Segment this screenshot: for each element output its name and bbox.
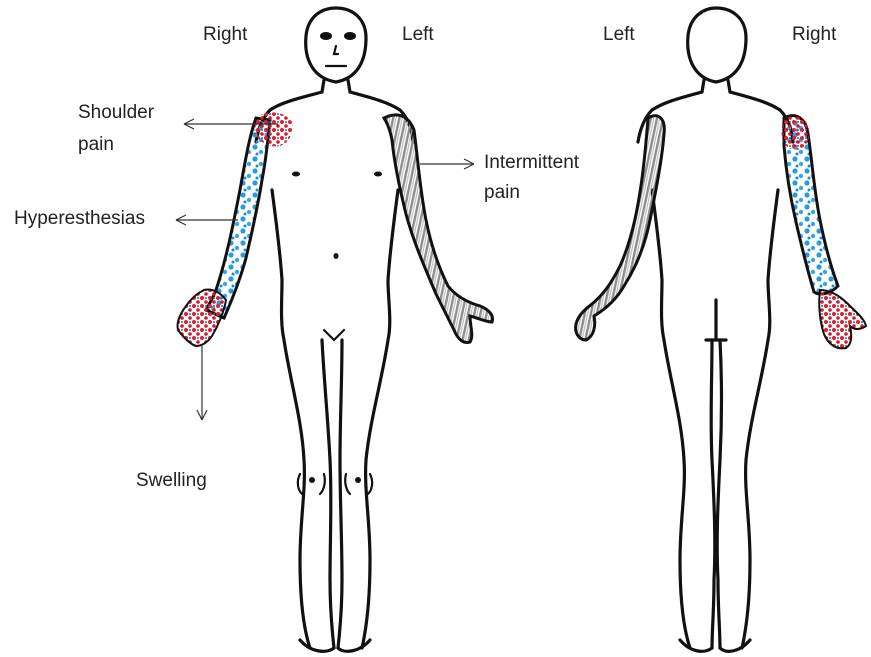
intermittent-pain-label-line1: Intermittent xyxy=(484,150,579,176)
back-intermittent-region xyxy=(576,116,665,340)
front-hyperesthesia-region xyxy=(206,118,270,318)
back-figure xyxy=(576,8,866,651)
intermittent-pain-label-line2: pain xyxy=(484,180,520,206)
back-shoulder-pain-region xyxy=(782,116,810,150)
front-right-eye xyxy=(344,32,356,40)
front-left-eye xyxy=(320,32,332,40)
shoulder-pain-label-line2: pain xyxy=(78,132,114,158)
back-head xyxy=(688,8,746,82)
front-right-side-label: Right xyxy=(203,22,247,48)
swelling-label: Swelling xyxy=(136,468,207,494)
back-right-side-label: Right xyxy=(792,22,836,48)
hyperesthesias-label: Hyperesthesias xyxy=(14,206,145,232)
back-left-side-label: Left xyxy=(603,22,635,48)
front-figure xyxy=(177,8,492,651)
front-intermittent-region xyxy=(384,115,493,343)
shoulder-pain-label-line1: Shoulder xyxy=(78,100,154,126)
back-hand-swelling-region xyxy=(819,290,866,348)
front-left-side-label: Left xyxy=(402,22,434,48)
front-body-outline xyxy=(256,92,413,648)
front-hand-swelling-region xyxy=(177,289,226,346)
